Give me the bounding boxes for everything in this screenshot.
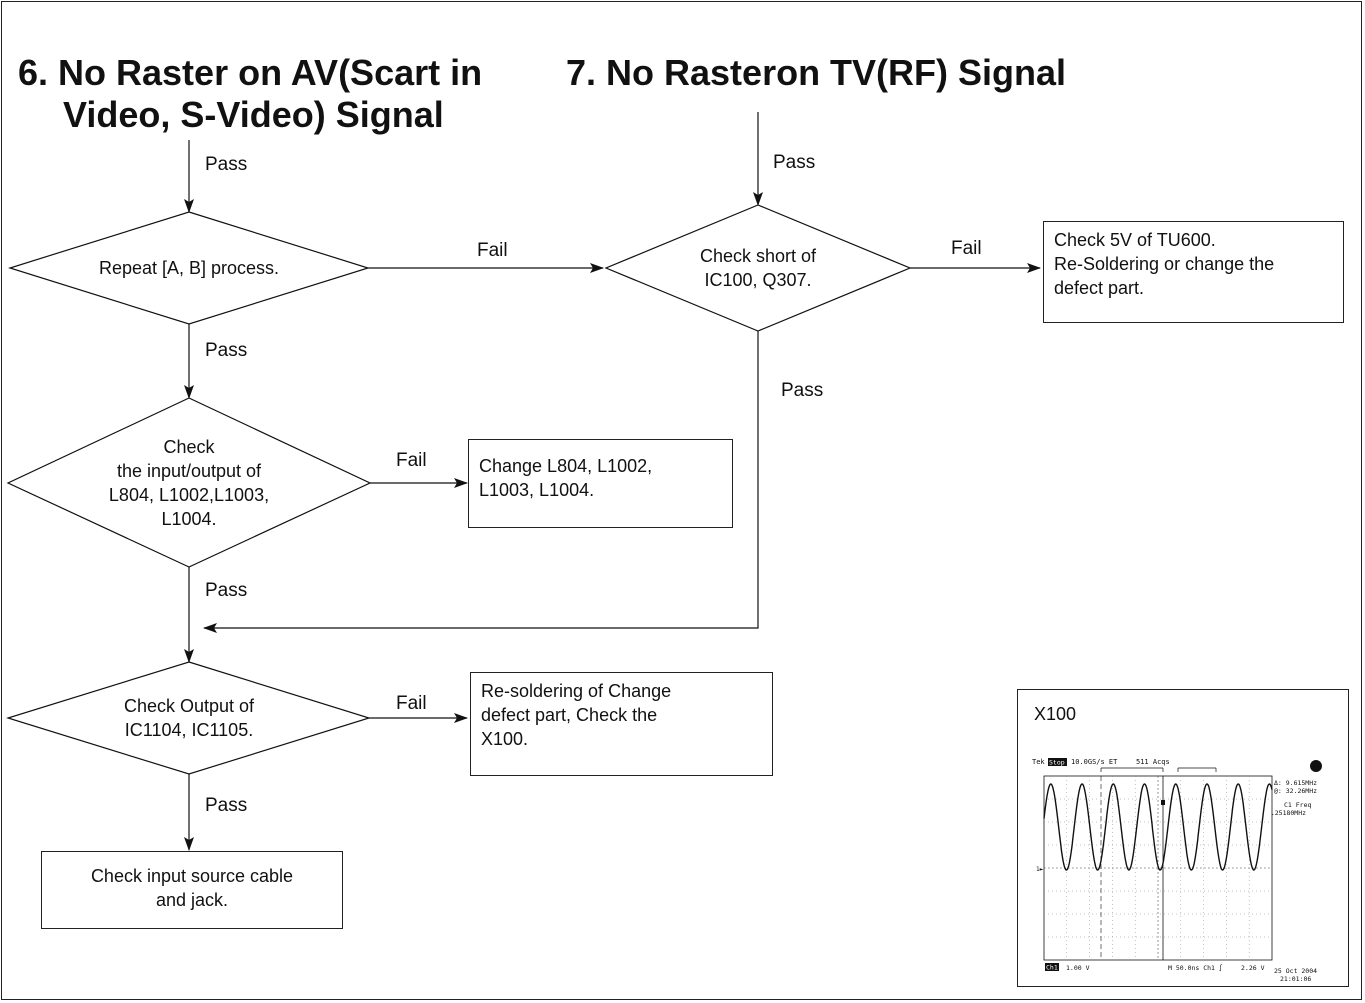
label-fail-2: Fail bbox=[396, 450, 427, 471]
decision-check-short-text: Check short of IC100, Q307. bbox=[699, 246, 817, 290]
scope-run-indicator-icon bbox=[1310, 760, 1322, 772]
arrow-check-short-pass bbox=[203, 331, 759, 633]
decision-check-output-text: Check Output of IC1104, IC1105. bbox=[123, 696, 255, 740]
scope-caption: X100 bbox=[1034, 704, 1076, 724]
scope-freq-label: C1 Freq bbox=[1284, 801, 1311, 809]
label-pass-3: Pass bbox=[205, 580, 248, 601]
scope-waveform bbox=[1043, 783, 1273, 871]
scope-footer-ch: Ch1 bbox=[1046, 964, 1058, 972]
scope-rate: 10.0GS/s ET bbox=[1071, 758, 1118, 766]
scope-date: 25 Oct 2004 bbox=[1274, 967, 1317, 975]
label-fail-3: Fail bbox=[396, 693, 427, 714]
scope-acqs: 511 Acqs bbox=[1136, 758, 1170, 766]
label-pass-4: Pass bbox=[205, 795, 248, 816]
box-change-l: Change L804, L1002, L1003, L1004. bbox=[468, 439, 733, 528]
scope-tek: Tek bbox=[1032, 758, 1045, 766]
box-input-source: Check input source cable and jack. bbox=[41, 851, 343, 929]
label-pass-tv-2: Pass bbox=[781, 380, 824, 401]
box-check-5v: Check 5V of TU600. Re-Soldering or chang… bbox=[1043, 221, 1344, 323]
scope-ch-marker: 1► bbox=[1036, 866, 1044, 873]
label-fail-1: Fail bbox=[477, 240, 508, 261]
scope-freq-value: 14.25180MHz bbox=[1263, 809, 1306, 817]
oscilloscope-inset: X100 Tek Stop 10.0GS/s ET 511 Acqs Δ: 9.… bbox=[1017, 689, 1349, 987]
scope-stop: Stop bbox=[1049, 759, 1065, 767]
title-section-7: 7. No Rasteron TV(RF) Signal bbox=[566, 52, 1067, 93]
label-pass-tv: Pass bbox=[773, 152, 816, 173]
scope-at: @: 32.26MHz bbox=[1274, 787, 1317, 795]
scope-stop-badge bbox=[1048, 758, 1067, 766]
label-pass-1: Pass bbox=[205, 154, 248, 175]
decision-check-io-text: Check the input/output of L804, L1002,L1… bbox=[108, 437, 270, 529]
scope-footer-time: M 50.0ns Ch1 ∫ bbox=[1168, 964, 1223, 972]
decision-repeat-text: Repeat [A, B] process. bbox=[98, 258, 280, 278]
label-fail-tv: Fail bbox=[951, 238, 982, 259]
title-section-6-line2: Video, S-Video) Signal bbox=[63, 94, 444, 135]
label-pass-2: Pass bbox=[205, 340, 248, 361]
scope-time: 21:01:06 bbox=[1280, 975, 1311, 983]
scope-delta: Δ: 9.615MHz bbox=[1274, 779, 1317, 787]
box-resolder: Re-soldering of Change defect part, Chec… bbox=[470, 672, 773, 776]
title-section-6-line1: 6. No Raster on AV(Scart in bbox=[18, 52, 483, 93]
oscilloscope-screen: X100 Tek Stop 10.0GS/s ET 511 Acqs Δ: 9.… bbox=[1032, 704, 1322, 983]
scope-footer-level: 2.26 V bbox=[1241, 964, 1265, 972]
scope-ch1-badge bbox=[1045, 963, 1059, 971]
scope-footer-volts: 1.00 V bbox=[1066, 964, 1090, 972]
